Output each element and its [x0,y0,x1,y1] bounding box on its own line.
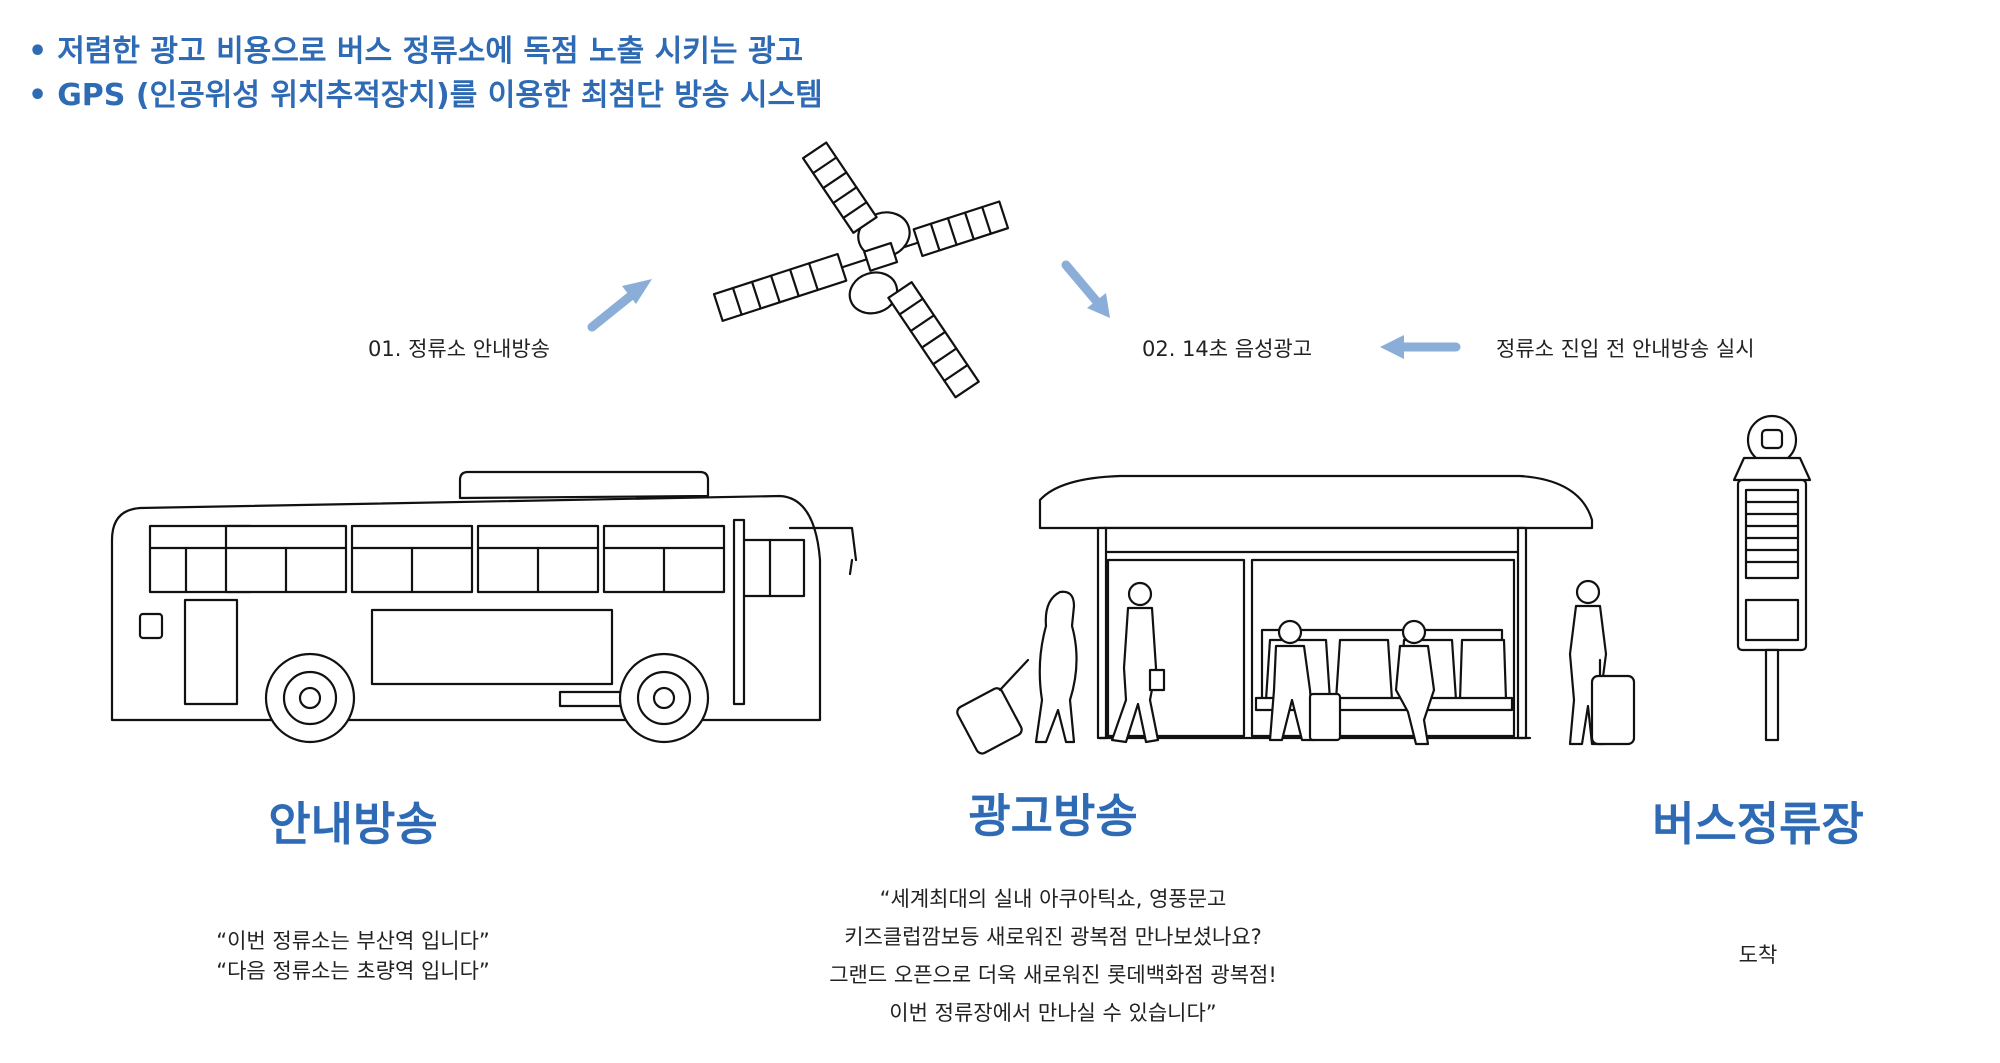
bullet-text: GPS (인공위성 위치추적장치)를 이용한 최첨단 방송 시스템 [57,78,823,113]
person-seated-with-luggage [1268,619,1342,742]
quote-line: 도착 [1738,943,1778,967]
bus-stop-sign-icon [1732,414,1812,742]
flow-step-2-label: 02. 14초 음성광고 [1142,337,1313,361]
bullet-dot: • [28,34,48,69]
quote-line: 이번 정류장에서 만나실 수 있습니다” [889,1001,1217,1025]
busstop-quote: 도착 [1739,940,1778,970]
quote-line: “다음 정류소는 초량역 입니다” [216,959,490,983]
person-standing-with-phone [1568,579,1636,746]
section-title-busstop: 버스정류장 [1652,797,1864,851]
person-walking [1110,581,1166,744]
arrow-icon [1061,260,1110,318]
quote-line: “세계최대의 실내 아쿠아틱쇼, 영풍문고 [879,887,1227,911]
quote-line: 키즈클럽깜보등 새로워진 광복점 만나보셨나요? [844,925,1262,949]
feature-bullets: • 저렴한 광고 비용으로 버스 정류소에 독점 노출 시키는 광고 • GPS (… [28,30,823,118]
bus-icon [110,470,858,744]
satellite-panel-lower [887,281,980,399]
arrow-icon [1380,335,1461,359]
flow-step-3-label: 정류소 진입 전 안내방송 실시 [1496,337,1755,361]
feature-bullet-1: • 저렴한 광고 비용으로 버스 정류소에 독점 노출 시키는 광고 [28,30,823,74]
bullet-text: 저렴한 광고 비용으로 버스 정류소에 독점 노출 시키는 광고 [57,34,804,69]
announce-quote: “이번 정류소는 부산역 입니다” “다음 정류소는 초량역 입니다” [216,926,490,986]
quote-line: 그랜드 오픈으로 더욱 새로워진 롯데백화점 광복점! [829,963,1277,987]
bullet-dot: • [28,78,48,113]
quote-line: “이번 정류소는 부산역 입니다” [216,929,490,953]
satellite-icon [712,200,1010,322]
arrow-icon [587,279,652,332]
advert-quote: “세계최대의 실내 아쿠아틱쇼, 영풍문고 키즈클럽깜보등 새로워진 광복점 만… [829,880,1277,1032]
section-title-announce: 안내방송 [268,797,438,851]
satellite-panel-upper [801,141,878,234]
section-title-advert: 광고방송 [968,789,1138,843]
person-with-suitcase [956,590,1078,755]
flow-step-1-label: 01. 정류소 안내방송 [368,337,550,361]
feature-bullet-2: • GPS (인공위성 위치추적장치)를 이용한 최첨단 방송 시스템 [28,74,823,118]
person-seated [1394,619,1436,746]
